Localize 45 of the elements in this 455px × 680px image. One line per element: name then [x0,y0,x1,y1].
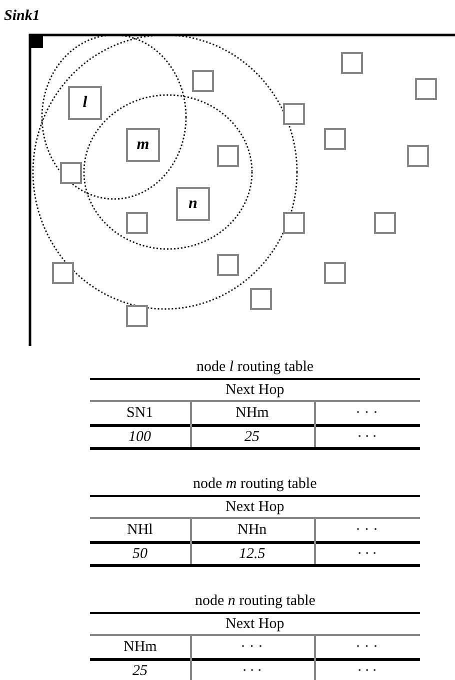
sensor-node [126,212,148,234]
sensor-node [415,78,437,100]
table-title: node l routing table [196,358,314,377]
sensor-node [374,212,396,234]
table-header: Next Hop [226,615,284,634]
table-cell-text: · · · [240,638,263,657]
sensor-node [407,145,429,167]
table-header: Next Hop [226,498,284,517]
table-cell-text: 50 [132,545,148,564]
table-cell-text: · · · [356,404,378,423]
sensor-node [60,162,82,184]
table-cell-text: NHm [236,404,269,423]
sensor-node [341,52,363,74]
sensor-node: m [126,128,160,162]
sensor-node [192,70,214,92]
table-cell-text: 100 [128,428,151,447]
table-cell-text: · · · [358,428,376,447]
table-title: node n routing table [195,592,316,611]
sensor-node [283,103,305,125]
sensor-node: n [176,187,210,221]
table-cell-text: NHm [124,638,157,657]
table-cell-text: SN1 [126,404,154,423]
table-cell-text: 12.5 [239,545,266,564]
sensor-node [324,262,346,284]
table-title: node m routing table [193,475,317,494]
table-cell-text: 25 [132,662,148,680]
sensor-node: l [68,86,102,120]
table-cell-text: · · · [358,545,376,564]
sink-node [30,35,43,48]
sensor-node [217,254,239,276]
table-cell-text: · · · [358,662,376,680]
sensor-node [52,262,74,284]
sensor-node [324,128,346,150]
sensor-node [250,288,272,310]
node-label: Sink1 [4,8,40,25]
sensor-node [217,145,239,167]
table-header: Next Hop [226,381,284,400]
table-cell-text: · · · [356,638,378,657]
table-cell-text: · · · [242,662,262,680]
sensor-node [126,305,148,327]
table-cell-text: NHn [238,521,267,540]
sensor-node [283,212,305,234]
table-cell-text: 25 [244,428,260,447]
table-cell-text: NHl [127,521,153,540]
table-cell-text: · · · [356,521,378,540]
